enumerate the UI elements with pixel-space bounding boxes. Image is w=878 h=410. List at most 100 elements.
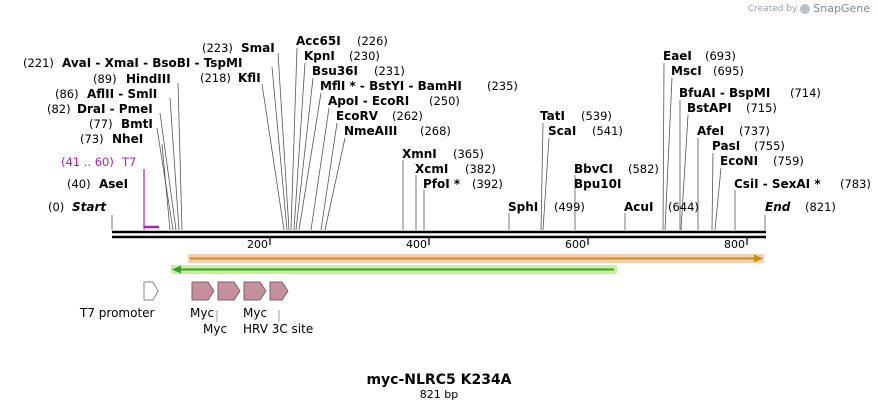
site-smai-position: (223) xyxy=(202,41,233,55)
site-mfli-label: MflI * - BstYI - BamHI xyxy=(320,79,462,93)
site-bmti-position: (77) xyxy=(89,117,113,131)
site-bfuai-position: (714) xyxy=(790,86,821,100)
credit-prefix: Created by xyxy=(747,3,798,14)
reverse-feature-arrow[interactable] xyxy=(171,265,617,274)
leader-kpni xyxy=(293,62,306,231)
site-pasi-label: PasI xyxy=(712,139,740,153)
tag-label-hrv-3c: HRV 3C site xyxy=(243,322,313,336)
site-apoi-label: ApoI - EcoRI xyxy=(328,94,409,108)
site-end-position: (821) xyxy=(805,200,836,214)
site-bsu36i-label: Bsu36I xyxy=(312,64,358,78)
site-nmeaiii-position: (268) xyxy=(420,124,451,138)
site-kpni-position: (230) xyxy=(349,49,380,63)
tag-features[interactable]: Myc Myc Myc HRV 3C site xyxy=(190,281,313,336)
site-avai-label: AvaI - XmaI - BsoBI - TspMI xyxy=(62,56,242,70)
site-start-label: Start xyxy=(72,200,107,214)
site-asei-position: (40) xyxy=(67,177,91,191)
site-hindiii-position: (89) xyxy=(93,72,117,86)
site-eaei-label: EaeI xyxy=(663,49,692,63)
site-aflii-label: AflII - SmlI xyxy=(87,87,157,101)
site-bbvci-position: (582) xyxy=(628,162,659,176)
site-mfli-position: (235) xyxy=(487,79,518,93)
construct-title: myc-NLRC5 K234A xyxy=(366,372,511,388)
leader-ecorv xyxy=(320,122,338,231)
ruler-tick-label: 600 xyxy=(565,238,586,251)
tag-label-myc-2: Myc xyxy=(203,322,227,336)
site-bpu10i-label: Bpu10I xyxy=(574,177,621,191)
leader-msci xyxy=(664,77,673,231)
site-pfoi-label: PfoI * xyxy=(423,177,461,191)
site-sphi-position: (499) xyxy=(554,200,585,214)
primer-range: (41 .. 60) xyxy=(61,155,114,169)
site-kfli-label: KflI xyxy=(238,71,261,85)
ruler-tick-label: 400 xyxy=(406,238,427,251)
snapgene-credit: Created by SnapGene xyxy=(748,2,870,15)
t7-primer[interactable]: (41 .. 60) T7 xyxy=(61,155,159,229)
site-avai-position: (221) xyxy=(23,56,54,70)
site-smai-label: SmaI xyxy=(241,41,275,55)
site-sphi-label: SphI xyxy=(508,200,538,214)
site-csii-label: CsiI - SexAI * xyxy=(734,177,821,191)
forward-feature-arrow[interactable] xyxy=(188,254,764,263)
site-acc65i-label: Acc65I xyxy=(296,34,341,48)
site-csii-position: (783) xyxy=(840,177,871,191)
site-msci-position: (695) xyxy=(713,64,744,78)
site-econi-position: (759) xyxy=(773,154,804,168)
site-afei-position: (737) xyxy=(739,124,770,138)
site-bsu36i-position: (231) xyxy=(374,64,405,78)
myc-tag-3-icon xyxy=(243,281,267,301)
site-xmni-position: (365) xyxy=(453,147,484,161)
reverse-arrow-head xyxy=(172,265,181,274)
ruler-tick-label: 800 xyxy=(724,238,745,251)
site-xcmi-label: XcmI xyxy=(415,162,448,176)
leader-apoi xyxy=(310,107,330,231)
site-eaei-position: (693) xyxy=(705,49,736,63)
leader-mfli xyxy=(298,92,322,231)
leader-smai xyxy=(277,52,290,231)
forward-arrow-head xyxy=(754,254,763,263)
site-bstapi-position: (715) xyxy=(746,101,777,115)
site-asei-label: AseI xyxy=(99,177,128,191)
ruler-tick-label: 200 xyxy=(247,238,268,251)
site-xmni-label: XmnI xyxy=(402,147,437,161)
construct-length: 821 bp xyxy=(420,388,458,401)
site-bmti-label: BmtI xyxy=(121,117,153,131)
site-end-label: End xyxy=(765,200,791,214)
leader-pasi xyxy=(711,152,714,231)
ruler: 200 400 600 800 xyxy=(247,237,748,251)
site-start-position: (0) xyxy=(48,200,64,214)
site-econi-label: EcoNI xyxy=(720,154,758,168)
leader-acc65i xyxy=(290,47,298,231)
site-kpni-label: KpnI xyxy=(304,49,335,63)
site-leader-lines xyxy=(111,47,766,231)
site-acui-position: (644) xyxy=(668,200,699,214)
site-pfoi-position: (392) xyxy=(472,177,503,191)
leader-bsu36i xyxy=(295,77,314,231)
leader-tati xyxy=(540,122,544,231)
leader-bmti xyxy=(156,127,174,231)
t7-promoter-feature[interactable]: T7 promoter xyxy=(79,281,159,320)
site-acc65i-position: (226) xyxy=(357,34,388,48)
site-aflii-position: (86) xyxy=(55,87,79,101)
site-xcmi-position: (382) xyxy=(465,162,496,176)
site-drai-position: (82) xyxy=(47,102,71,116)
site-nmeaiii-label: NmeAIII xyxy=(344,124,397,138)
site-pasi-position: (755) xyxy=(754,139,785,153)
leader-hindiii xyxy=(177,82,183,231)
leader-scai xyxy=(542,137,550,231)
myc-tag-2-icon xyxy=(217,281,241,301)
leader-econi xyxy=(714,167,722,231)
site-tati-position: (539) xyxy=(581,109,612,123)
leader-avai xyxy=(271,66,288,231)
leader-kfli xyxy=(261,83,285,231)
site-msci-label: MscI xyxy=(671,64,702,78)
site-bstapi-label: BstAPI xyxy=(687,101,732,115)
leader-bstapi xyxy=(680,114,689,231)
leader-nmeaiii xyxy=(324,137,346,231)
site-ecorv-position: (262) xyxy=(392,109,423,123)
tag-label-myc-1: Myc xyxy=(190,306,214,320)
site-bbvci-label: BbvCI xyxy=(574,162,613,176)
leader-drai xyxy=(159,112,177,231)
hrv-3c-site-icon xyxy=(269,281,289,301)
